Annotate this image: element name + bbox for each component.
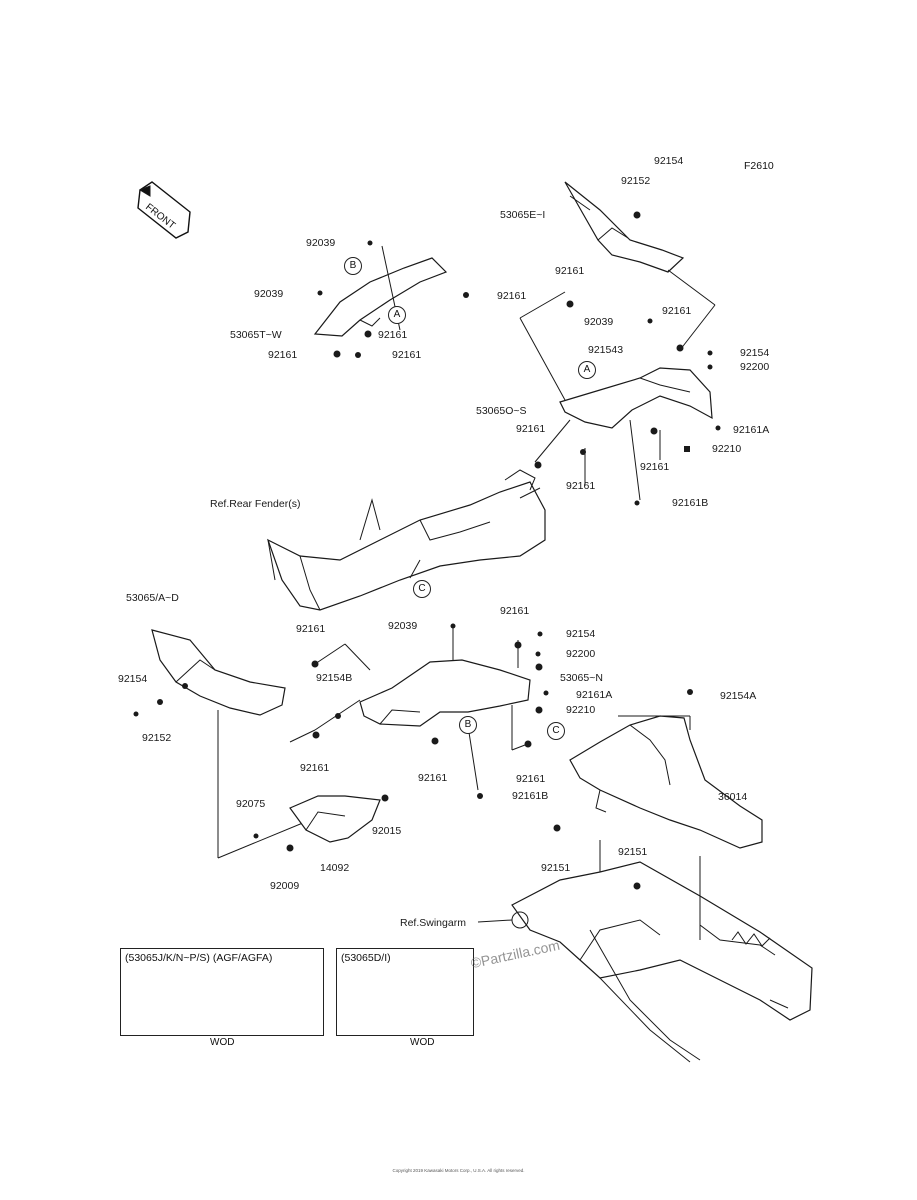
part-label-92161[interactable]: 92161 (640, 461, 670, 473)
inset-variant-left: (53065J/K/N~P/S) (AGF/AGFA) (120, 948, 324, 1036)
part-label-92161B[interactable]: 92161B (672, 497, 709, 509)
part-label-92161[interactable]: 92161 (378, 329, 408, 341)
part-label-92152[interactable]: 92152 (621, 175, 651, 187)
part-label-92015[interactable]: 92015 (372, 825, 402, 837)
part-label-92161[interactable]: 92161 (497, 290, 527, 302)
part-label-53065-N[interactable]: 53065~N (560, 672, 603, 684)
inset-left-footnote: WOD (210, 1037, 235, 1048)
part-label-92154[interactable]: 92154 (740, 347, 770, 359)
part-label-92161[interactable]: 92161 (300, 762, 330, 774)
part-label-53065O-S[interactable]: 53065O~S (476, 405, 527, 417)
part-label-92161[interactable]: 92161 (555, 265, 585, 277)
part-label-921543[interactable]: 921543 (588, 344, 624, 356)
part-label-92151[interactable]: 92151 (541, 862, 571, 874)
part-label-92161A[interactable]: 92161A (576, 689, 613, 701)
part-label-92161B[interactable]: 92161B (512, 790, 549, 802)
part-label-92151[interactable]: 92151 (618, 846, 648, 858)
part-label-92039[interactable]: 92039 (254, 288, 284, 300)
part-label-92161[interactable]: 92161 (392, 349, 422, 361)
part-label-92161[interactable]: 92161 (296, 623, 326, 635)
callout-A: A (388, 306, 406, 324)
part-label-92161[interactable]: 92161 (516, 773, 546, 785)
ref-label-rear-fender[interactable]: Ref.Rear Fender(s) (210, 498, 301, 510)
callout-A: A (578, 361, 596, 379)
ref-label-swingarm[interactable]: Ref.Swingarm (400, 917, 466, 929)
part-label-92039[interactable]: 92039 (306, 237, 336, 249)
inset-right-title: (53065D/I) (341, 952, 391, 964)
part-label-92154[interactable]: 92154 (654, 155, 684, 167)
part-label-92039[interactable]: 92039 (388, 620, 418, 632)
front-arrow-icon (137, 181, 191, 239)
part-label-53065E-I[interactable]: 53065E~I (500, 209, 546, 221)
part-label-92200[interactable]: 92200 (740, 361, 770, 373)
part-label-92161A[interactable]: 92161A (733, 424, 770, 436)
inset-right-footnote: WOD (410, 1037, 435, 1048)
part-label-92154A[interactable]: 92154A (720, 690, 757, 702)
inset-variant-right: (53065D/I) (336, 948, 474, 1036)
part-label-36014[interactable]: 36014 (718, 791, 748, 803)
part-label-92210[interactable]: 92210 (712, 443, 742, 455)
part-label-92039[interactable]: 92039 (584, 316, 614, 328)
part-label-92161[interactable]: 92161 (516, 423, 546, 435)
part-label-92210[interactable]: 92210 (566, 704, 596, 716)
part-label-92154[interactable]: 92154 (566, 628, 596, 640)
callout-C: C (547, 722, 565, 740)
callout-B: B (344, 257, 362, 275)
part-label-53065T-W[interactable]: 53065T~W (230, 329, 282, 341)
inset-left-title: (53065J/K/N~P/S) (AGF/AGFA) (125, 952, 273, 964)
part-label-92161[interactable]: 92161 (566, 480, 596, 492)
part-label-92161[interactable]: 92161 (662, 305, 692, 317)
part-label-92152[interactable]: 92152 (142, 732, 172, 744)
callout-C: C (413, 580, 431, 598)
part-label-92161[interactable]: 92161 (500, 605, 530, 617)
part-label-92161[interactable]: 92161 (268, 349, 298, 361)
part-label-92154B[interactable]: 92154B (316, 672, 353, 684)
part-label-92154[interactable]: 92154 (118, 673, 148, 685)
part-label-92200[interactable]: 92200 (566, 648, 596, 660)
part-label-92161[interactable]: 92161 (418, 772, 448, 784)
copyright: Copyright 2019 Kawasaki Motors Corp., U.… (392, 1168, 525, 1173)
part-label-92009[interactable]: 92009 (270, 880, 300, 892)
part-label-92075[interactable]: 92075 (236, 798, 266, 810)
part-label-53065-A-D[interactable]: 53065/A~D (126, 592, 179, 604)
callout-B: B (459, 716, 477, 734)
figure-code: F2610 (744, 160, 774, 172)
part-label-14092[interactable]: 14092 (320, 862, 350, 874)
